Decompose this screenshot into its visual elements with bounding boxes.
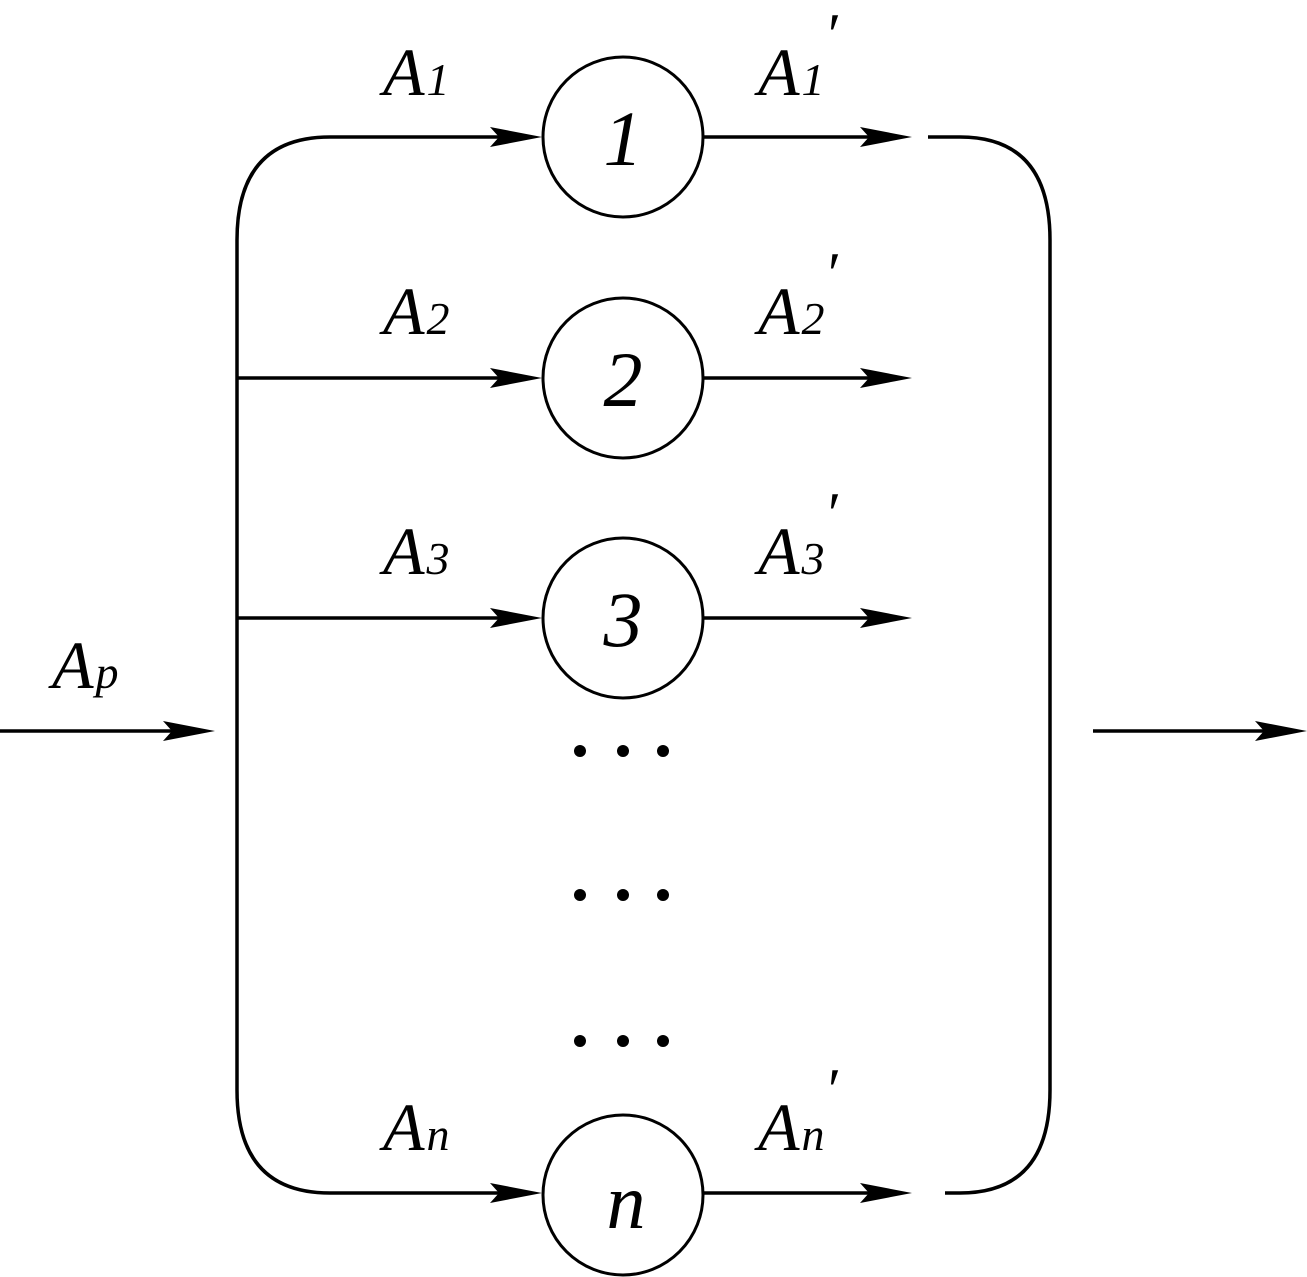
input-label-main: A (48, 627, 94, 703)
left-bracket (235, 135, 331, 1195)
input-label-sub: p (93, 647, 119, 698)
node-n-input-label: An (379, 1089, 450, 1165)
right-bracket (928, 135, 1052, 1195)
input-arrow (0, 721, 215, 741)
node-n-output-label: An (754, 1089, 825, 1165)
node-3-label: 3 (603, 576, 643, 663)
branch-3: 3 A3 A3 ′ (237, 481, 912, 700)
node-3-input-label: A3 (379, 513, 450, 589)
node-2-output-prime: ′ (828, 241, 841, 307)
node-1-input-label: A1 (379, 34, 450, 110)
node-n-label: n (607, 1158, 646, 1245)
ellipsis-row-1 (574, 745, 669, 757)
node-3-output-prime: ′ (828, 481, 841, 547)
branch-2: 2 A2 A2 ′ (237, 241, 912, 460)
ellipsis-row-2 (574, 889, 669, 901)
node-1-output-label: A1 (754, 34, 825, 110)
node-3-output-label: A3 (754, 513, 825, 589)
branch-n: n An An ′ (330, 1057, 912, 1277)
node-1-label: 1 (604, 95, 643, 182)
node-2-label: 2 (604, 336, 643, 423)
ellipsis-row-3 (574, 1035, 669, 1047)
node-n-output-prime: ′ (828, 1057, 841, 1123)
input-label: Ap (48, 627, 119, 703)
node-2-output-label: A2 (754, 273, 825, 349)
branch-1: 1 A1 A1 ′ (330, 2, 912, 219)
output-arrow (1093, 721, 1307, 741)
node-2-input-label: A2 (379, 273, 450, 349)
node-1-output-prime: ′ (828, 2, 841, 68)
node-n (541, 1113, 705, 1277)
